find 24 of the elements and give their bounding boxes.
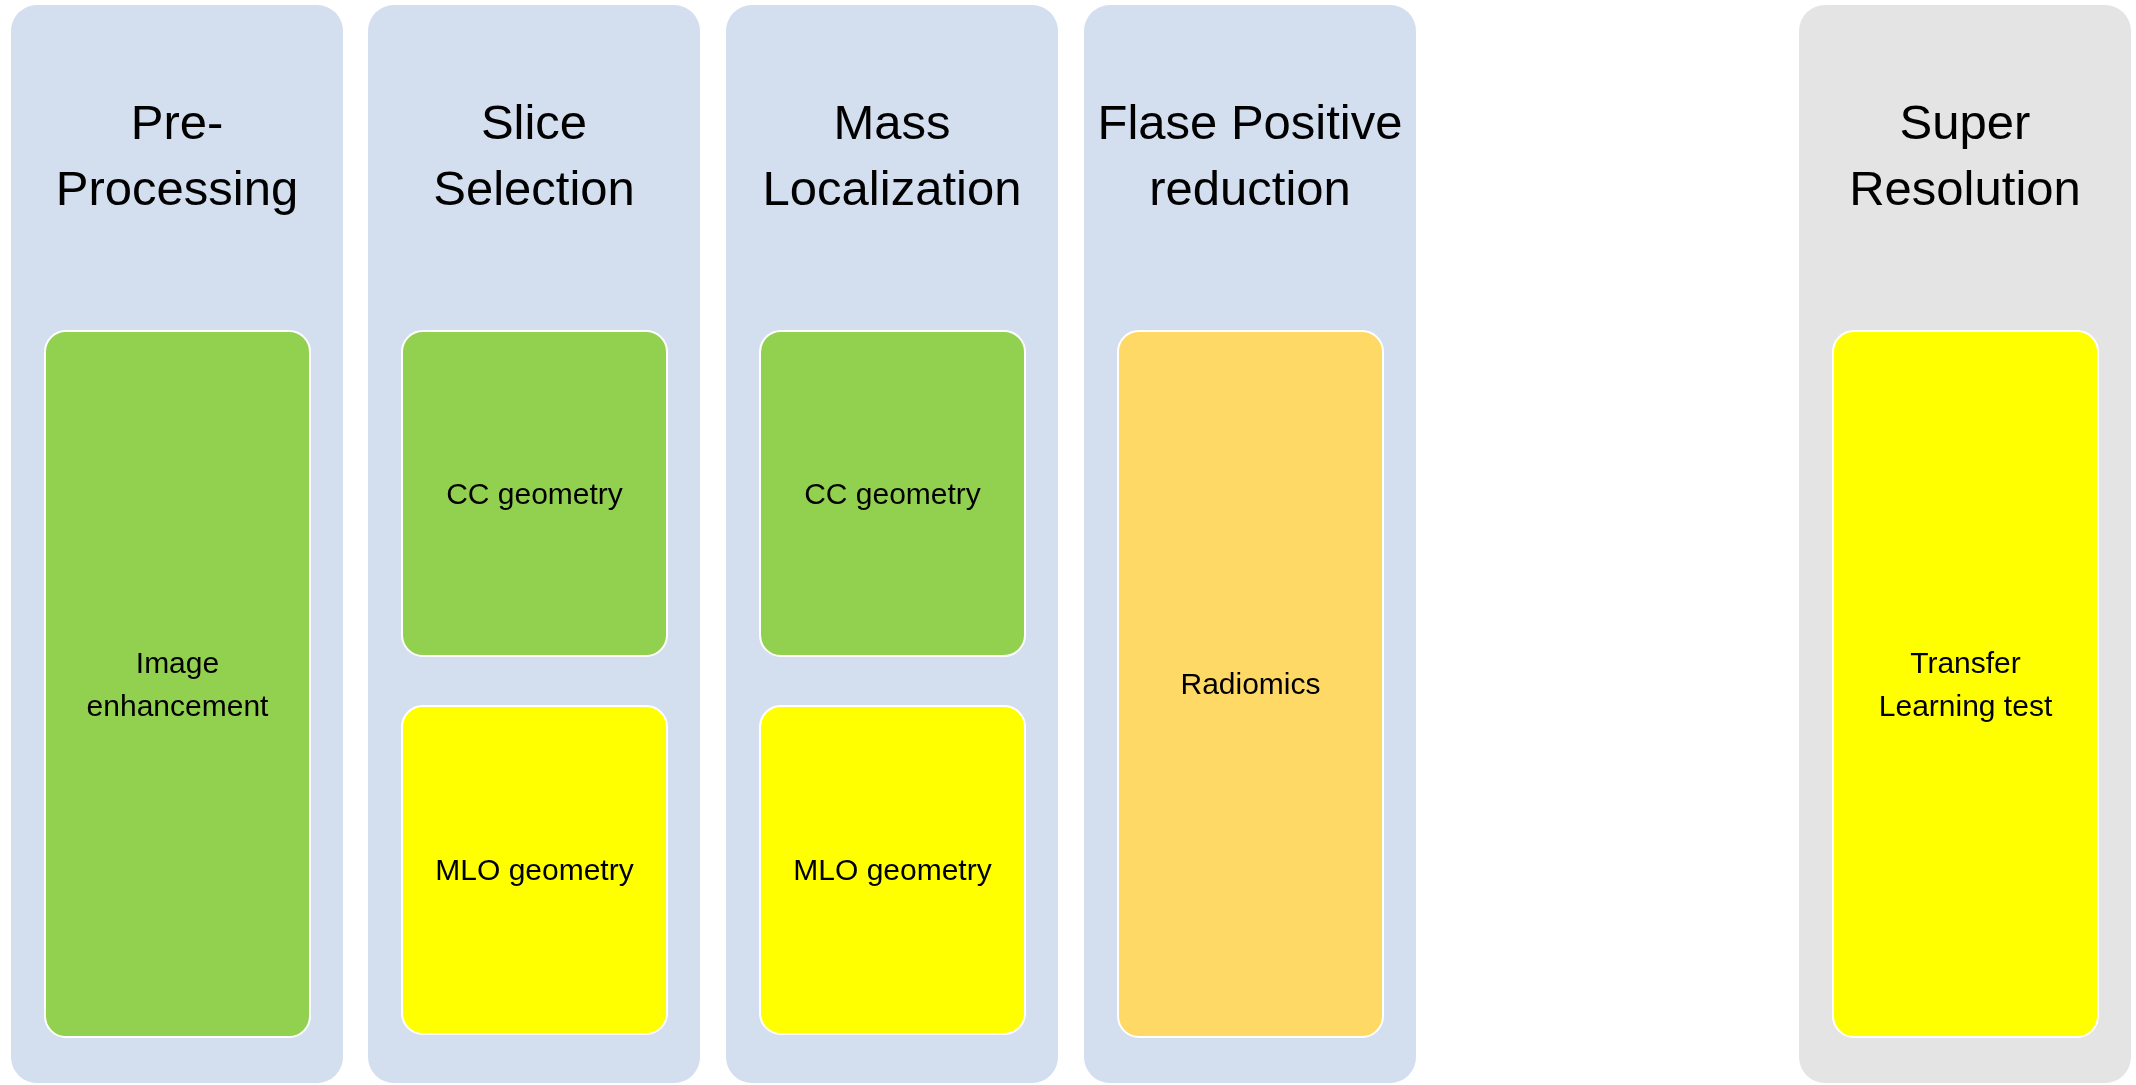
step-label: MLO geometry [434, 852, 635, 889]
process-box [1832, 330, 2099, 1038]
step-label: CC geometry [803, 475, 982, 512]
process-box [1117, 330, 1384, 1038]
step-label: Radiomics [1179, 666, 1322, 703]
stage-column [11, 5, 343, 1083]
stage-column [368, 5, 700, 1083]
process-box [401, 330, 668, 657]
step-label: Image enhancement [85, 644, 270, 724]
stage-title: Slice Selection [432, 93, 636, 217]
stage-title: Mass Localization [761, 93, 1023, 217]
stage-column [726, 5, 1058, 1083]
stage-title: Pre-Processing [54, 93, 300, 217]
process-box [401, 705, 668, 1035]
step-label: Transfer Learning test [1877, 644, 2054, 724]
process-box [759, 330, 1026, 657]
step-label: CC geometry [445, 475, 624, 512]
stage-title: Super Resolution [1848, 93, 2082, 217]
step-label: MLO geometry [792, 852, 993, 889]
stage-column [1799, 5, 2131, 1083]
stage-column [1084, 5, 1416, 1083]
stage-title: Flase Positive reduction [1096, 93, 1404, 217]
process-box [44, 330, 311, 1038]
process-box [759, 705, 1026, 1035]
